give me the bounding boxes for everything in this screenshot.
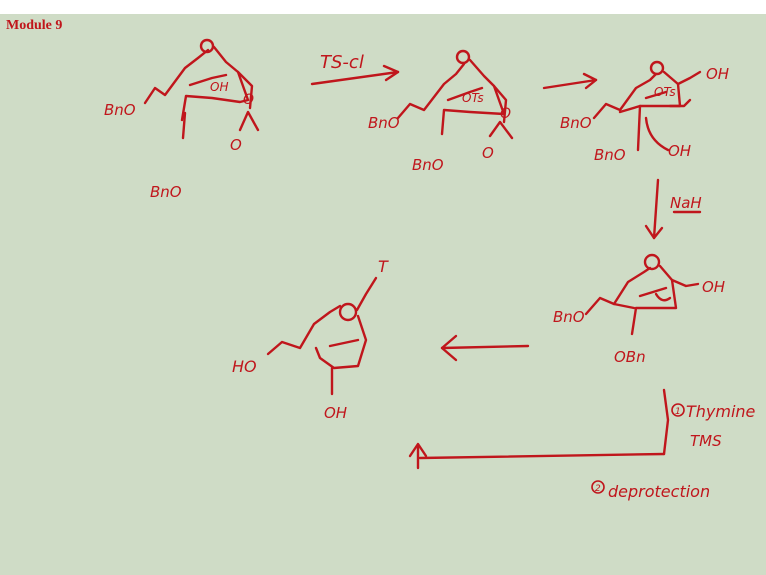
- svg-text:OH: OH: [210, 80, 228, 94]
- svg-text:OTs: OTs: [462, 91, 484, 105]
- structure-1-protected-sugar: OH BnO BnO O O: [104, 38, 260, 201]
- reaction-arrow-down: [644, 178, 702, 240]
- svg-text:Thymine: Thymine: [686, 402, 756, 421]
- svg-text:OBn: OBn: [614, 348, 646, 366]
- structure-4-anhydro-sugar: OH BnO OBn: [553, 253, 725, 366]
- reagent-nah: NaH: [670, 194, 702, 212]
- svg-text:OH: OH: [702, 278, 725, 296]
- svg-text:BnO: BnO: [553, 308, 585, 326]
- condition-tms: TMS: [690, 432, 722, 450]
- svg-text:HO: HO: [232, 357, 257, 376]
- condition-thymine: 1 Thymine: [671, 402, 756, 421]
- svg-text:BnO: BnO: [150, 183, 182, 201]
- svg-text:BnO: BnO: [560, 114, 592, 132]
- condition-deprotection: 2 deprotection: [591, 480, 710, 501]
- svg-text:BnO: BnO: [412, 156, 444, 174]
- reagent-tscl: TS-cl: [320, 52, 364, 73]
- svg-text:BnO: BnO: [368, 114, 400, 132]
- structure-2-tosylate: OTs BnO BnO O O: [368, 49, 514, 174]
- svg-text:BnO: BnO: [594, 146, 626, 164]
- svg-text:1: 1: [675, 407, 681, 417]
- svg-text:OH: OH: [706, 65, 729, 83]
- svg-text:OH: OH: [324, 404, 347, 422]
- svg-text:O: O: [500, 106, 511, 122]
- svg-text:O: O: [243, 92, 254, 108]
- module-heading: Module 9: [6, 18, 63, 33]
- svg-text:OH: OH: [668, 142, 691, 160]
- svg-text:2: 2: [595, 484, 601, 494]
- reaction-arrow-2: [542, 72, 598, 90]
- structure-3-diol: OTs BnO BnO OH OH: [560, 60, 729, 164]
- top-white-strip: [0, 0, 766, 14]
- svg-text:O: O: [230, 136, 242, 154]
- reaction-arrow-left: [440, 334, 530, 362]
- svg-text:OTs: OTs: [654, 85, 676, 99]
- conditions-bracket: [408, 388, 670, 470]
- svg-text:deprotection: deprotection: [608, 482, 710, 501]
- reaction-arrow-1: [310, 64, 400, 86]
- svg-text:BnO: BnO: [104, 101, 136, 119]
- svg-text:T: T: [378, 257, 389, 276]
- structure-5-nucleoside-product: HO OH T: [232, 257, 389, 422]
- svg-text:O: O: [482, 144, 494, 162]
